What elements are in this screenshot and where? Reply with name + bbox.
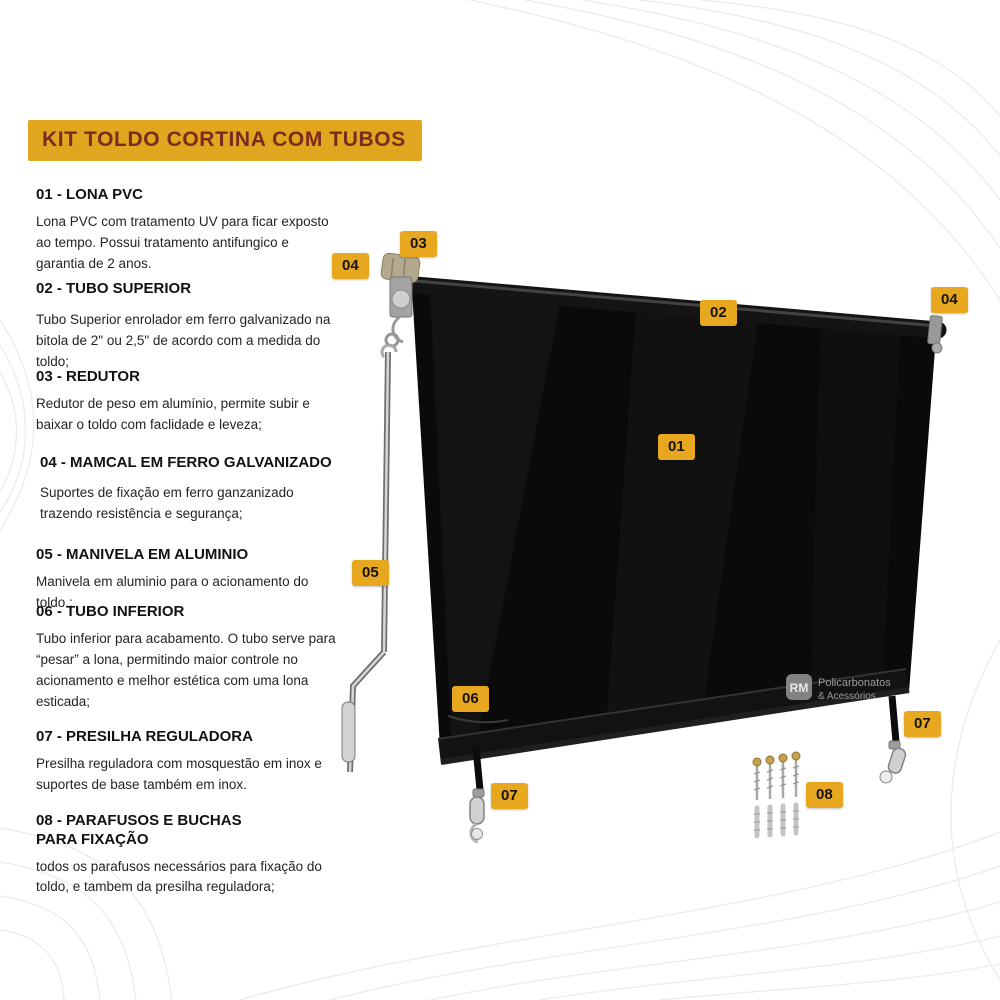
screws-anchors: [752, 751, 801, 839]
watermark-line1: Policarbonatos: [818, 677, 891, 689]
description-block-01: 01 - LONA PVC Lona PVC com tratamento UV…: [36, 186, 341, 275]
part-badge-02: 02: [700, 300, 737, 326]
page-title: KIT TOLDO CORTINA COM TUBOS: [28, 120, 422, 161]
part-heading: 04 - MAMCAL EM FERRO GALVANIZADO: [40, 454, 332, 471]
part-badge-03: 03: [400, 231, 437, 257]
part-heading: 08 - PARAFUSOS E BUCHAS PARA FIXAÇÃO: [36, 812, 242, 848]
strap-hook-right: [879, 695, 907, 784]
part-body: Tubo inferior para acabamento. O tubo se…: [36, 630, 336, 709]
bracket-right: [927, 315, 943, 354]
part-heading: 03 - REDUTOR: [36, 368, 140, 385]
part-heading: 07 - PRESILHA REGULADORA: [36, 728, 253, 745]
strap-hook-left: [469, 747, 485, 844]
description-block-08: 08 - PARAFUSOS E BUCHAS PARA FIXAÇÃO tod…: [36, 812, 341, 898]
part-body: Manivela em aluminio para o acionamento …: [36, 573, 309, 610]
description-block-05: 05 - MANIVELA EM ALUMINIO Manivela em al…: [36, 546, 341, 614]
part-badge-01: 01: [658, 434, 695, 460]
part-badge-08: 08: [806, 782, 843, 808]
part-body: Tubo Superior enrolador em ferro galvani…: [36, 311, 331, 369]
reducer-assembly: [380, 252, 421, 348]
part-body: Lona PVC com tratamento UV para ficar ex…: [36, 213, 329, 271]
description-block-06: 06 - TUBO INFERIOR Tubo inferior para ac…: [36, 603, 341, 712]
part-badge-04-right: 04: [931, 287, 968, 313]
crank-handle: [341, 343, 398, 773]
part-heading: 01 - LONA PVC: [36, 186, 143, 203]
part-badge-07-right: 07: [904, 711, 941, 737]
part-badge-06: 06: [452, 686, 489, 712]
part-body: Suportes de fixação em ferro ganzanizado…: [40, 484, 294, 521]
description-block-02: 02 - TUBO SUPERIOR Tubo Superior enrolad…: [36, 280, 341, 373]
description-block-03: 03 - REDUTOR Redutor de peso em alumínio…: [36, 368, 341, 436]
description-block-07: 07 - PRESILHA REGULADORA Presilha regula…: [36, 728, 341, 796]
watermark-logo: RM Policarbonatos & Acessórios: [786, 674, 891, 702]
canvas-lona: [412, 290, 936, 764]
part-badge-07-left: 07: [491, 783, 528, 809]
part-body: Redutor de peso em alumínio, permite sub…: [36, 395, 310, 432]
watermark-initials: RM: [790, 681, 809, 695]
part-heading: 05 - MANIVELA EM ALUMINIO: [36, 546, 249, 563]
part-heading: 06 - TUBO INFERIOR: [36, 603, 185, 620]
watermark-line2: & Acessórios: [818, 691, 876, 702]
part-body: Presilha reguladora com mosquestão em in…: [36, 755, 322, 792]
part-heading: 02 - TUBO SUPERIOR: [36, 280, 192, 297]
top-tube: [395, 275, 947, 339]
part-badge-05: 05: [352, 560, 389, 586]
part-badge-04-left: 04: [332, 253, 369, 279]
part-body: todos os parafusos necessários para fixa…: [36, 858, 322, 895]
description-block-04: 04 - MAMCAL EM FERRO GALVANIZADO Suporte…: [40, 454, 345, 525]
